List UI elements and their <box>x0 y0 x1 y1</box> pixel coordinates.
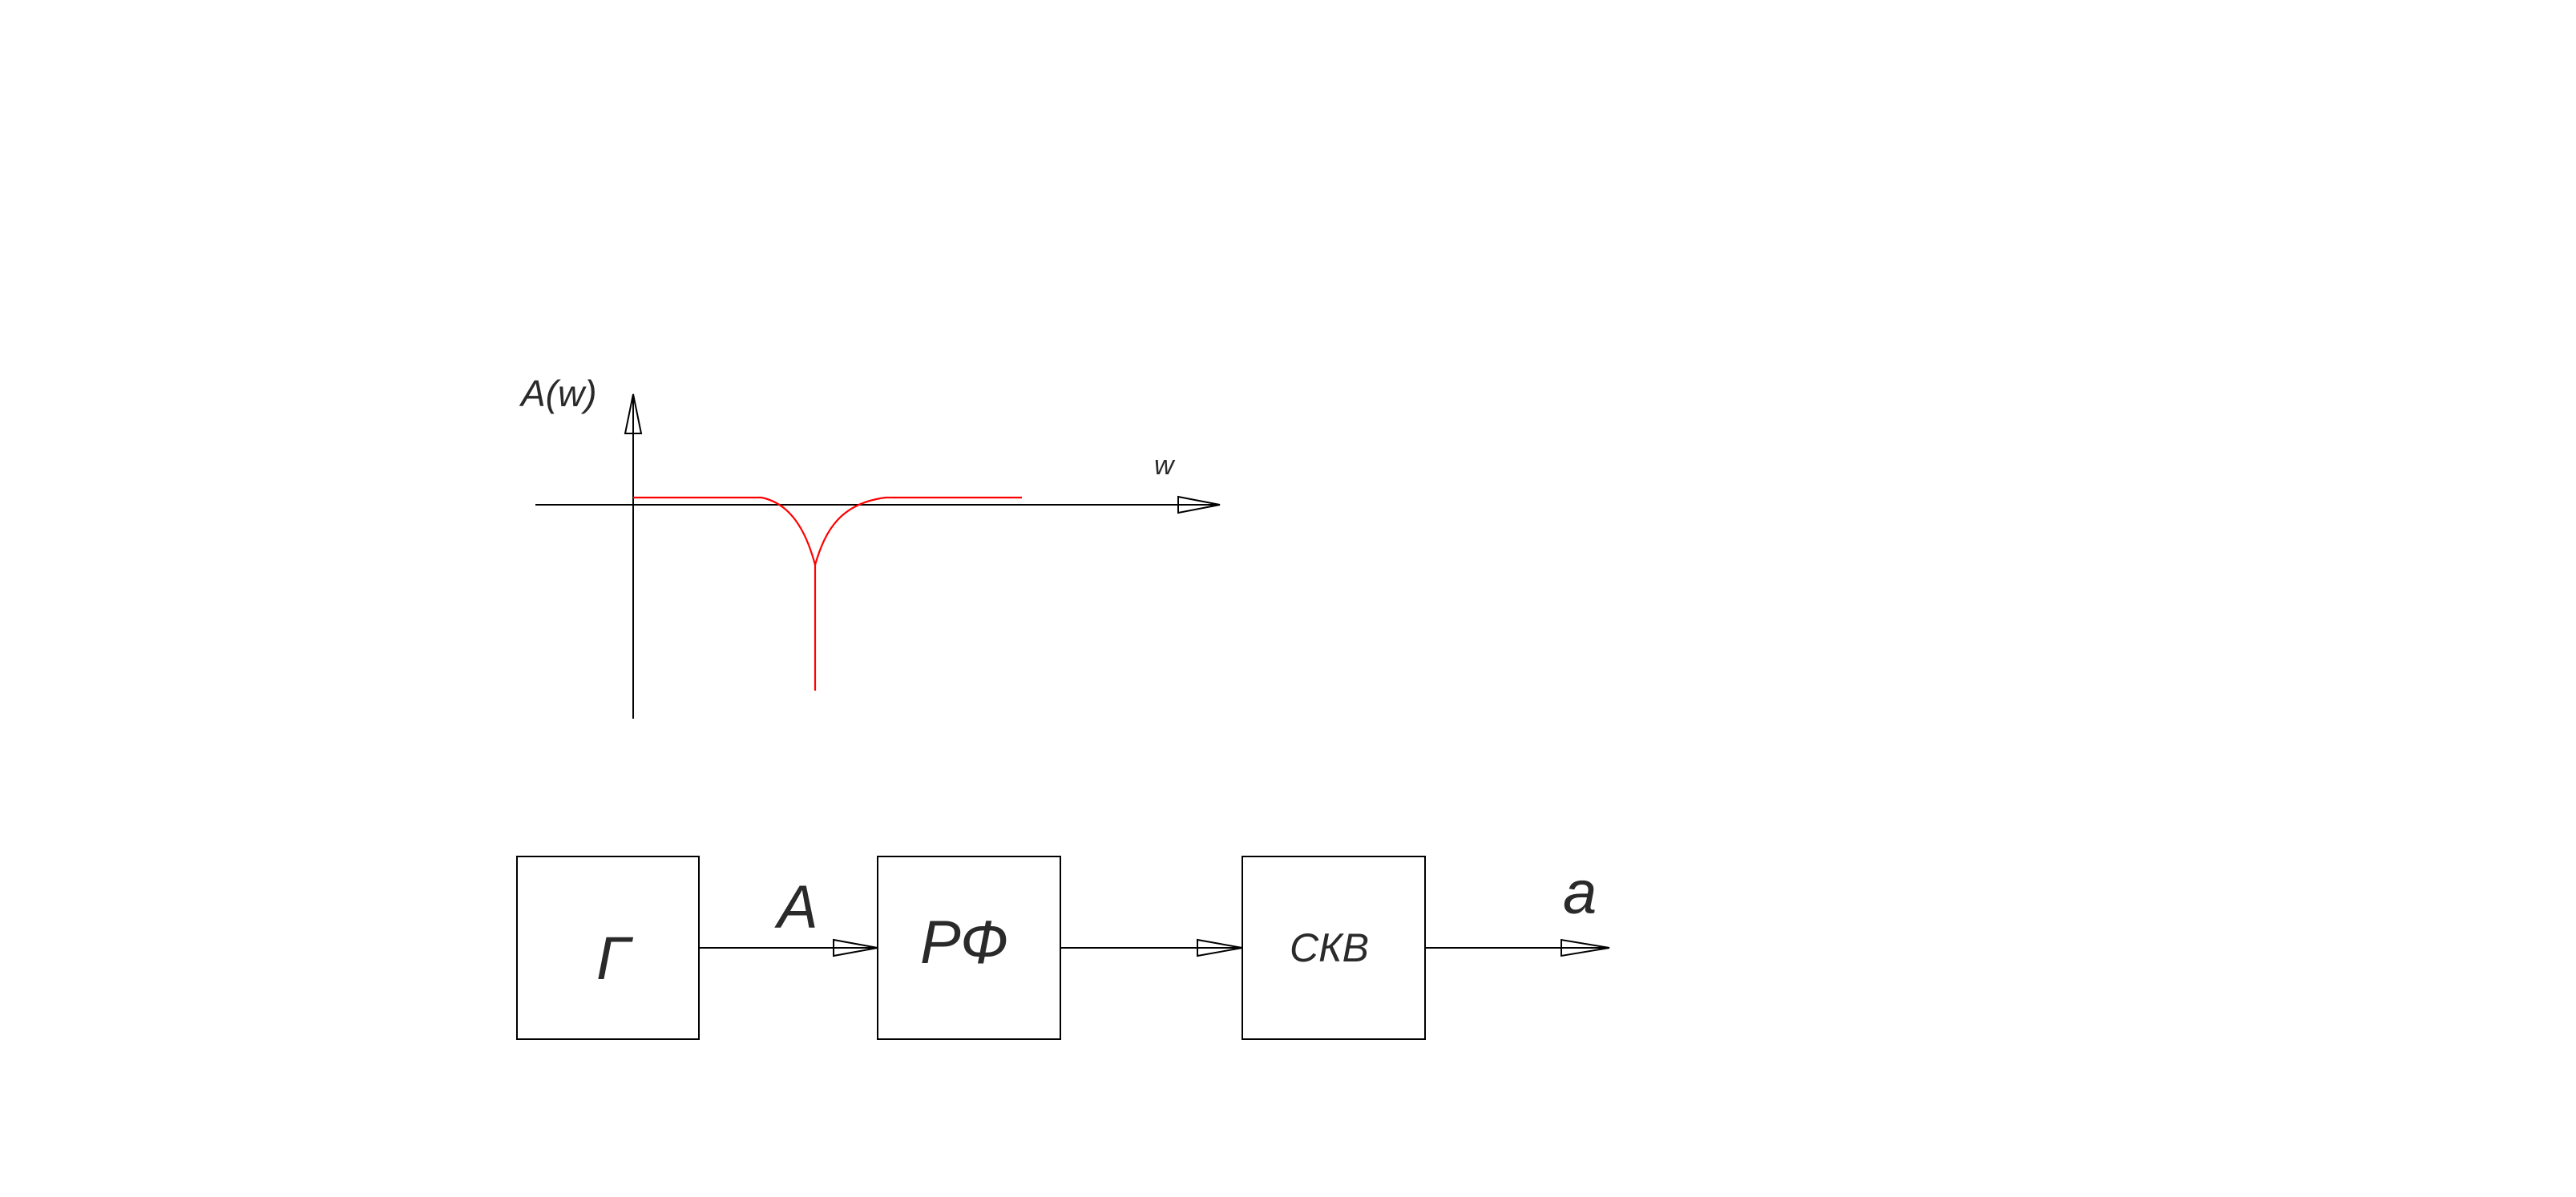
notch-response-curve <box>633 496 1022 691</box>
x-axis-arrowhead <box>1177 495 1221 514</box>
generator-label: Г <box>596 925 634 993</box>
x-axis-label: w <box>1154 450 1176 481</box>
signal-arrowhead-3 <box>1561 938 1610 957</box>
y-axis-label: A(w) <box>519 373 597 414</box>
rms-meter-label: СКВ <box>1290 925 1369 970</box>
notch-filter-label: РФ <box>920 909 1008 977</box>
block-diagram: Г A РФ СКВ a <box>516 856 1610 1040</box>
frequency-response-graph: A(w) w <box>519 373 1221 719</box>
signal-arrowhead-1 <box>833 938 878 957</box>
input-signal-label: A <box>774 873 818 941</box>
y-axis-arrowhead <box>624 393 643 434</box>
output-signal-label: a <box>1563 859 1597 927</box>
signal-arrowhead-2 <box>1197 938 1243 957</box>
